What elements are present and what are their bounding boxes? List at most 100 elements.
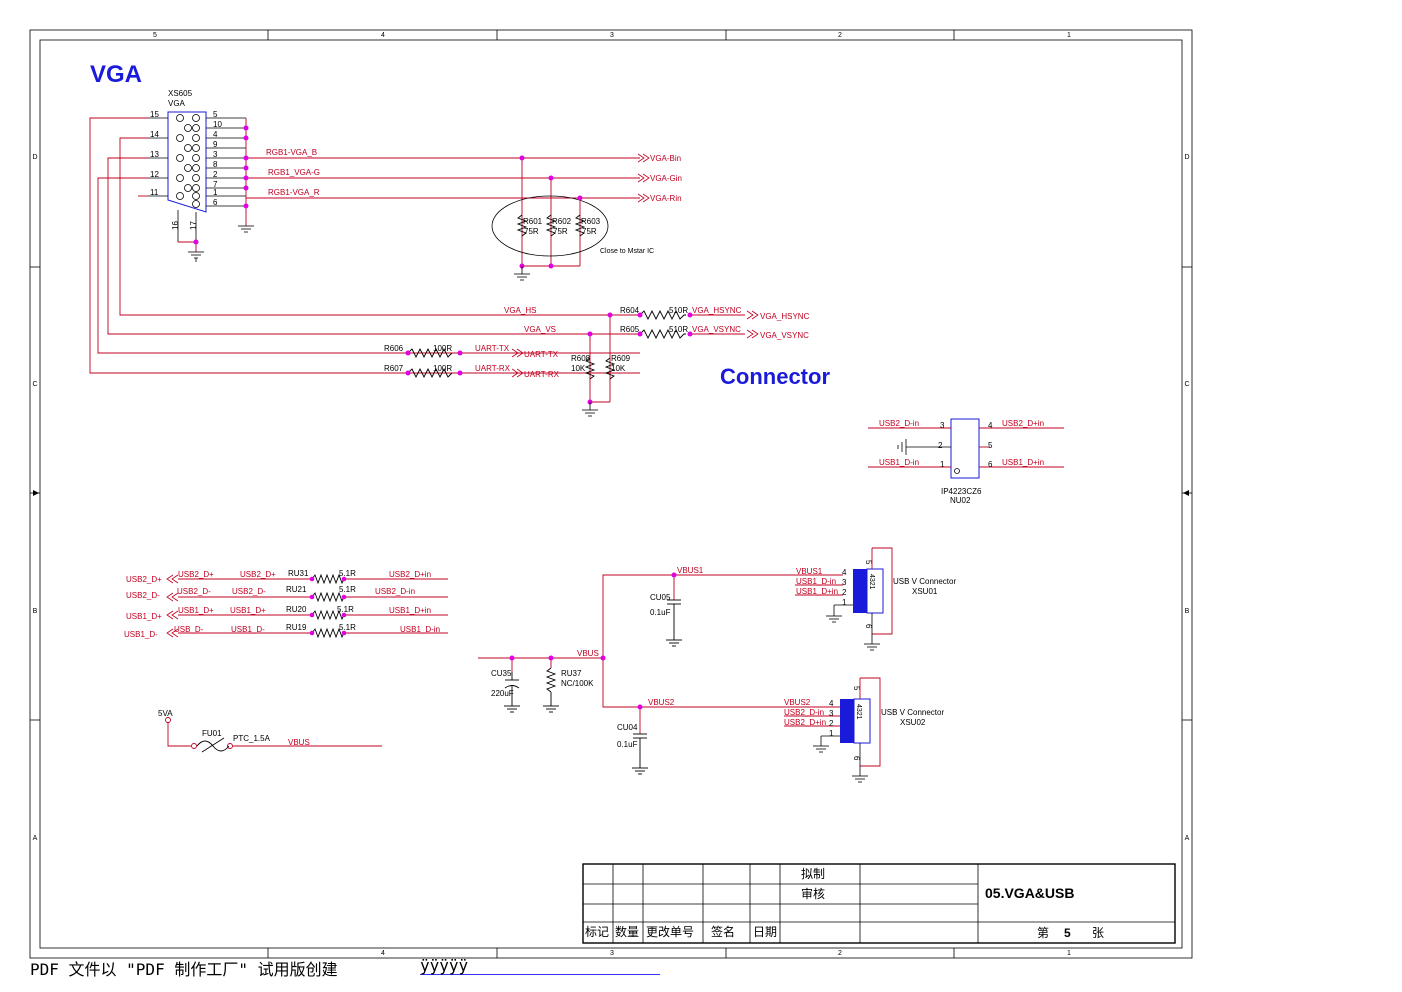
col-label: 3 xyxy=(610,950,614,957)
part-value: 510R xyxy=(669,325,688,334)
col-label: 2 xyxy=(838,950,842,957)
vga-part-labels: R601 75R R602 75R R603 75R Close to Msta… xyxy=(384,217,688,373)
row-label: B xyxy=(1185,608,1190,615)
row-label: D xyxy=(1184,154,1189,161)
pin-label: 5 xyxy=(988,441,993,450)
net-label: RGB1-VGA_B xyxy=(266,148,317,157)
connector-pin-group: 4321 xyxy=(868,574,875,590)
part-value: 5.1R xyxy=(339,623,356,632)
part-value: 5.1R xyxy=(339,569,356,578)
pin-label: 4 xyxy=(829,699,834,708)
port-arrows xyxy=(511,153,759,378)
pin-label: 3 xyxy=(842,578,847,587)
pin-label: 3 xyxy=(829,709,834,718)
pin-label: 1 xyxy=(940,460,945,469)
net-label: USB1_D- xyxy=(231,625,265,634)
header-date: 日期 xyxy=(753,925,777,939)
pin-label: 12 xyxy=(150,170,159,179)
pin-label: 1 xyxy=(842,598,847,607)
part-value: 0.1uF xyxy=(617,740,638,749)
pin-label: 16 xyxy=(171,221,180,230)
part-value: 10K xyxy=(611,364,626,373)
part-value: 75R xyxy=(582,227,597,236)
resistor-symbols xyxy=(407,214,686,380)
vga-net-labels: RGB1-VGA_B RGB1_VGA-G RGB1-VGA_R VGA-Bin… xyxy=(266,148,810,379)
sheet-frame xyxy=(29,29,1193,959)
pin-label: 9 xyxy=(213,140,218,149)
pin-label: 3 xyxy=(940,421,945,430)
net-label: VGA_VSYNC xyxy=(692,325,741,334)
pin-label: 6 xyxy=(864,624,873,629)
row-label: A xyxy=(33,835,38,842)
part-ref: FU01 xyxy=(202,729,222,738)
part-value: NC/100K xyxy=(561,679,594,688)
net-port-label: USB2_D- xyxy=(126,591,160,600)
net-label: USB2_D+ xyxy=(178,570,214,579)
pin-label: 6 xyxy=(213,198,218,207)
net-label: VBUS1 xyxy=(677,566,704,575)
part-ref: R603 xyxy=(581,217,601,226)
pin-label: 2 xyxy=(213,170,218,179)
net-label: USB_D- xyxy=(174,625,204,634)
net-label: USB1_D+ xyxy=(178,606,214,615)
frame-labels: 5 4 3 2 1 4 3 2 1 D C B A D C B A xyxy=(32,32,1189,957)
pin-label: 2 xyxy=(938,441,943,450)
pin-label: 1 xyxy=(829,729,834,738)
arrow-marker-left xyxy=(33,490,39,496)
col-label: 5 xyxy=(153,32,157,39)
pin-label: 17 xyxy=(189,221,198,230)
net-label: RGB1_VGA-G xyxy=(268,168,320,177)
net-label: USB1_D+ xyxy=(230,606,266,615)
part-name: USB V Connector xyxy=(881,708,944,717)
net-port-label: USB1_D- xyxy=(124,630,158,639)
usb-connector-2: 5 4 3 2 1 6 4321 USB V Connector XSU02 V… xyxy=(784,677,944,783)
col-label: 3 xyxy=(610,32,614,39)
header-qty: 数量 xyxy=(615,924,639,939)
part-ref: R609 xyxy=(611,354,631,363)
part-name: IP4223CZ6 xyxy=(941,487,982,496)
col-label: 4 xyxy=(381,32,385,39)
placement-note: Close to Mstar IC xyxy=(600,248,654,255)
col-label: 4 xyxy=(381,950,385,957)
net-label: USB1_D+in xyxy=(389,606,431,615)
pin-label: 11 xyxy=(150,188,159,197)
part-value: 75R xyxy=(553,227,568,236)
pin-label: 7 xyxy=(213,180,218,189)
part-ref: R602 xyxy=(552,217,572,226)
part-ref: RU20 xyxy=(286,605,307,614)
part-ref: CU35 xyxy=(491,669,512,678)
header-sign: 签名 xyxy=(711,924,735,939)
part-ref: R606 xyxy=(384,344,404,353)
part-value: 75R xyxy=(524,227,539,236)
part-value: 0.1uF xyxy=(650,608,671,617)
pin-label: 15 xyxy=(150,110,159,119)
col-label: 2 xyxy=(838,32,842,39)
row-label: B xyxy=(33,608,38,615)
net-port-label: VGA-Bin xyxy=(650,154,681,163)
vga-wires xyxy=(89,117,745,403)
part-ref: R607 xyxy=(384,364,404,373)
pin-label: 2 xyxy=(829,719,834,728)
power-label: 5VA xyxy=(158,709,173,718)
vbus-circuit: VBUS VBUS1 VBUS2 CU35 220uF RU37 NC/100K… xyxy=(478,566,843,775)
sheet-number: 5 xyxy=(1064,926,1071,940)
part-ref: R601 xyxy=(523,217,543,226)
reviewed-label: 审核 xyxy=(801,886,825,901)
col-label: 1 xyxy=(1067,32,1071,39)
fuse-circuit: 5VA FU01 PTC_1.5A VBUS xyxy=(158,709,382,753)
net-label: VBUS xyxy=(288,738,310,747)
header-change: 更改单号 xyxy=(646,925,694,939)
net-label: VGA_HSYNC xyxy=(692,306,742,315)
vga-ref: XS605 xyxy=(168,89,193,98)
sheet-title: 05.VGA&USB xyxy=(985,885,1074,901)
net-label: USB2_D+ xyxy=(240,570,276,579)
pin-label: 8 xyxy=(213,160,218,169)
watermark-link[interactable]: ÿÿÿÿÿ xyxy=(420,956,660,975)
net-label: VGA_VS xyxy=(524,325,556,334)
vga-title: VGA xyxy=(90,61,142,88)
net-label: VBUS2 xyxy=(648,698,675,707)
part-ref: RU19 xyxy=(286,623,307,632)
part-value: 100R xyxy=(433,344,452,353)
net-label: USB2_D-in xyxy=(784,708,824,717)
arrow-marker-right xyxy=(1183,490,1189,496)
